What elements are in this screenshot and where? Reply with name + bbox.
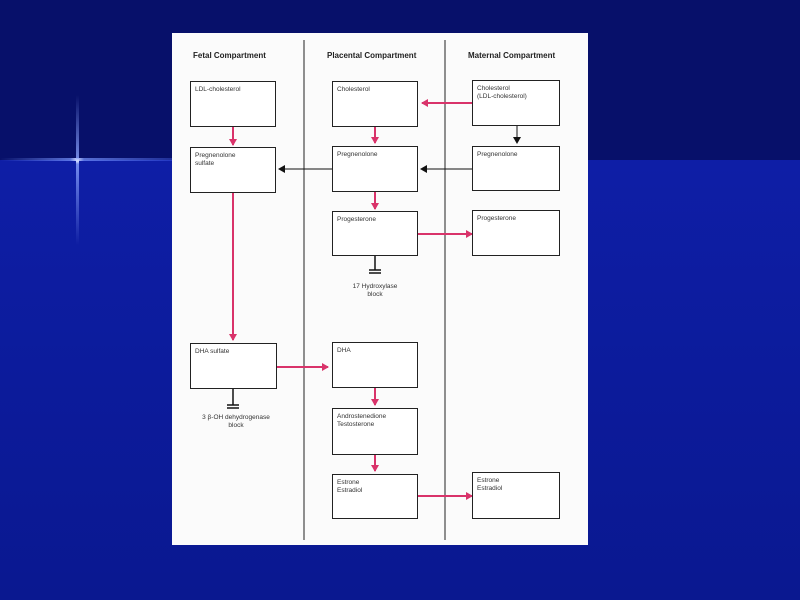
decorative-light-line-horizontal [0, 158, 175, 161]
box-label: Estrone Estradiol [477, 477, 503, 492]
box-label: DHA [337, 347, 351, 354]
box-placental-progesterone: Progesterone [332, 211, 418, 256]
box-label: LDL-cholesterol [195, 86, 241, 93]
box-placental-dha: DHA [332, 342, 418, 388]
box-label: Androstenedione Testosterone [337, 413, 387, 428]
box-maternal-cholesterol: Cholesterol (LDL-cholesterol) [472, 80, 560, 126]
fetal-compartment-header: Fetal Compartment [193, 51, 266, 60]
box-label: Progesterone [337, 216, 377, 223]
box-label: Pregnenolone [337, 151, 378, 158]
note-17-hydroxylase-block: 17 Hydroxylase block [352, 283, 398, 298]
box-placental-pregnenolone: Pregnenolone [332, 146, 418, 192]
note-3b-oh-dehydrogenase-block: 3 β-OH dehydrogenase block [202, 414, 270, 429]
box-label: Progesterone [477, 215, 517, 222]
placental-compartment-header: Placental Compartment [327, 51, 417, 60]
box-placental-cholesterol: Cholesterol [332, 81, 418, 127]
box-label: DHA sulfate [195, 348, 230, 355]
box-label: Estrone Estradiol [337, 479, 363, 494]
decorative-light-line-vertical [76, 95, 79, 245]
box-label: Pregnenolone sulfate [195, 152, 236, 167]
box-fetal-dha-sulfate: DHA sulfate [190, 343, 277, 389]
box-placental-estrone-estradiol: Estrone Estradiol [332, 474, 418, 519]
box-placental-androstenedione-testosterone: Androstenedione Testosterone [332, 408, 418, 455]
block-symbol-dehydrogenase [227, 389, 239, 409]
box-fetal-pregnenolone-sulfate: Pregnenolone sulfate [190, 147, 276, 193]
box-label: Cholesterol (LDL-cholesterol) [477, 85, 527, 100]
box-fetal-ldl-cholesterol: LDL-cholesterol [190, 81, 276, 127]
box-maternal-pregnenolone: Pregnenolone [472, 146, 560, 191]
box-label: Pregnenolone [477, 151, 518, 158]
box-label: Cholesterol [337, 86, 370, 93]
maternal-compartment-header: Maternal Compartment [468, 51, 556, 60]
box-maternal-progesterone: Progesterone [472, 210, 560, 256]
block-symbol-hydroxylase [369, 256, 381, 274]
box-maternal-estrone-estradiol: Estrone Estradiol [472, 472, 560, 519]
